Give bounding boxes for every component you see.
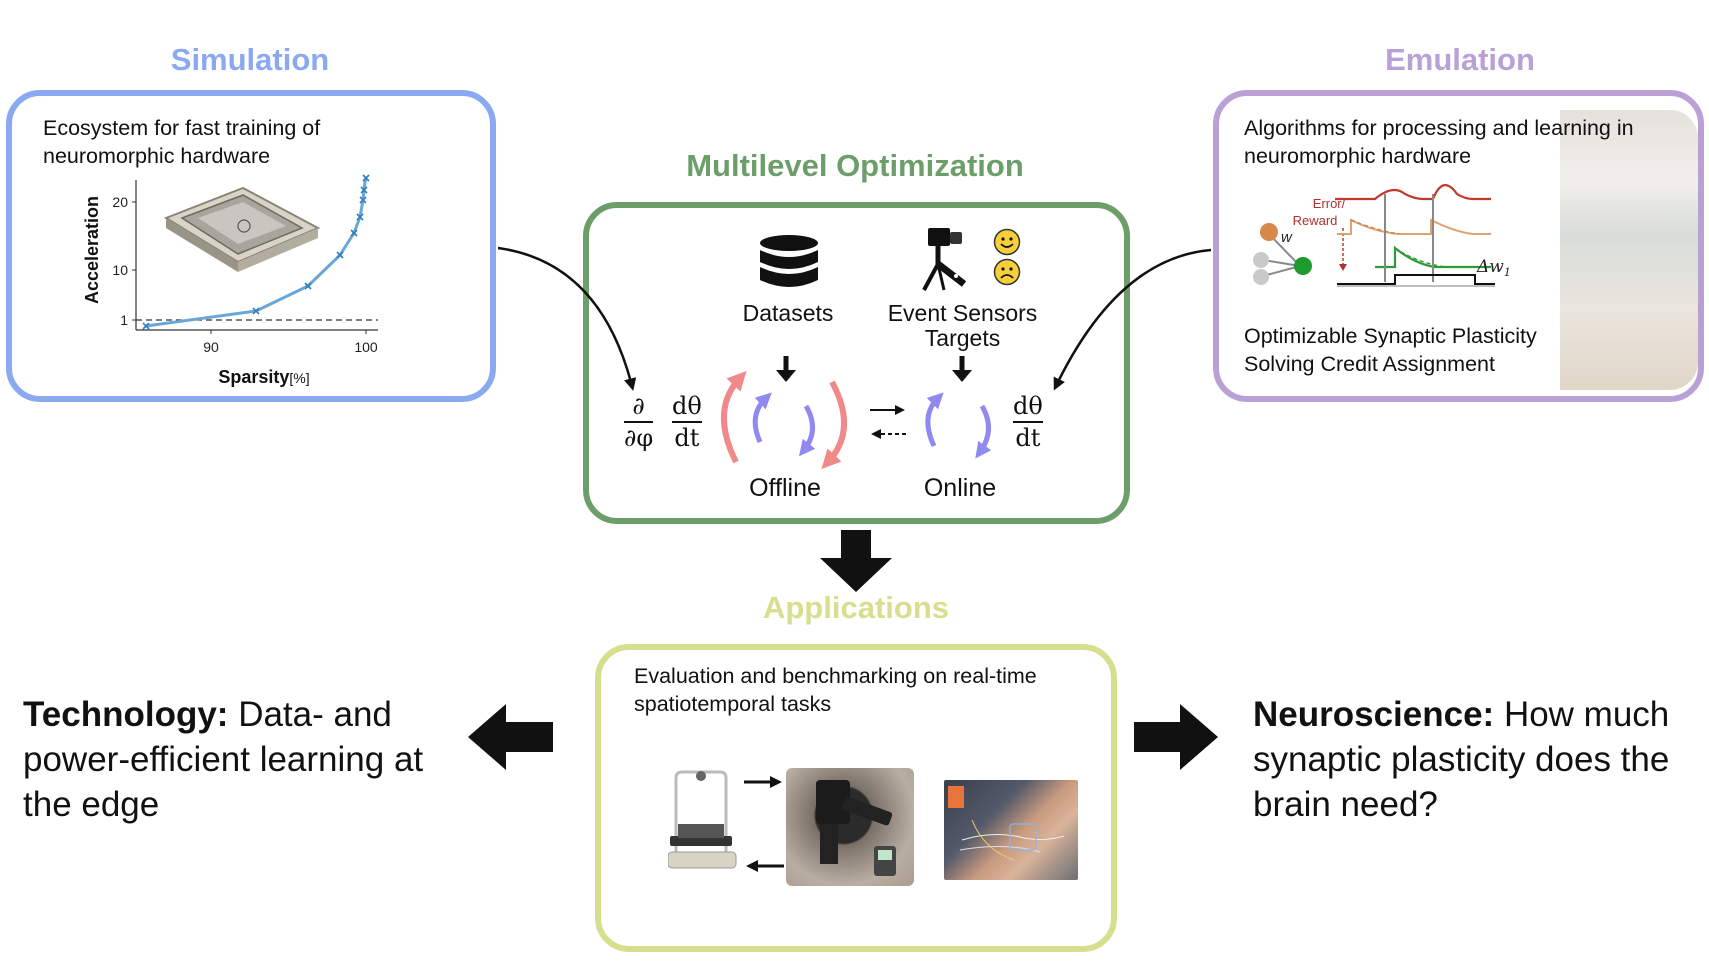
- ytick-1: 1: [120, 312, 128, 328]
- ytick-20: 20: [112, 194, 128, 210]
- online-blue-loop-left: [925, 392, 944, 448]
- xtick-100: 100: [354, 339, 378, 355]
- multilevel-box: [583, 202, 1130, 524]
- targets-label: Targets: [924, 325, 1001, 351]
- offline-label: Offline: [749, 474, 821, 502]
- event-camera-detail: [816, 780, 896, 876]
- partial-phi-fraction: ∂∂φ: [624, 392, 654, 452]
- technology-statement: Technology: Data- and power-efficient le…: [23, 692, 443, 827]
- acceleration-curve: [145, 177, 368, 328]
- offline-blue-loop-left: [752, 392, 772, 444]
- ytick-10: 10: [112, 262, 128, 278]
- offline-red-loop-left: [721, 370, 747, 464]
- simulation-title: Simulation: [170, 42, 330, 77]
- hardware-photo: [1560, 110, 1698, 390]
- robot-setup-icon: [668, 770, 784, 872]
- offline-red-loop-right: [821, 380, 847, 470]
- red-trace: [1335, 184, 1491, 201]
- datasets-label: Datasets: [742, 300, 834, 326]
- optimization-loops: [721, 356, 992, 470]
- technology-heading: Technology:: [23, 695, 229, 734]
- happy-face-icon: [993, 228, 1021, 256]
- database-icon: [760, 235, 818, 287]
- emulation-caption-line1: Optimizable Synaptic Plasticity: [1244, 324, 1537, 348]
- curve-markers: [142, 174, 370, 330]
- multilevel-title: Multilevel Optimization: [686, 148, 1024, 183]
- event-camera-icon: [922, 228, 967, 291]
- weight-trace: [1337, 274, 1495, 285]
- applications-to-neuroscience-arrow: [1134, 704, 1218, 770]
- event-sensors-label: Event Sensors: [887, 300, 1038, 326]
- emg-arm-detail: [948, 786, 1065, 861]
- sad-face-icon: [993, 258, 1021, 286]
- sparsity-acceleration-plot: 20 10 1 90 100 Acceleration Sparsity[%]: [82, 174, 378, 387]
- emulation-title: Emulation: [1385, 42, 1535, 77]
- postsynaptic-neuron: [1294, 257, 1312, 275]
- emulation-description: Algorithms for processing and learning i…: [1244, 116, 1634, 168]
- chip-icon: [163, 186, 321, 272]
- datasets-down-arrow: [776, 370, 796, 382]
- emulation-caption-line2: Solving Credit Assignment: [1244, 352, 1495, 376]
- simulation-to-multilevel-arrow: [497, 246, 637, 391]
- y-axis-label: Acceleration: [82, 196, 102, 304]
- down-to-applications-arrow: [820, 530, 892, 592]
- emulation-to-multilevel-arrow: [1053, 248, 1212, 391]
- weight-symbol: w: [1281, 229, 1293, 246]
- emg-arm-photo: [944, 780, 1078, 880]
- applications-title: Applications: [762, 590, 949, 625]
- reward-label: Reward: [1293, 213, 1338, 228]
- xtick-90: 90: [203, 339, 219, 355]
- plasticity-diagram: Error/ Reward Δw1 w: [1253, 184, 1511, 287]
- neuroscience-text: How much synaptic plasticity does the br…: [1253, 695, 1670, 824]
- technology-text: Data- and power-efficient learning at th…: [23, 695, 424, 824]
- sensors-down-arrow: [952, 370, 972, 382]
- neuroscience-heading: Neuroscience:: [1253, 695, 1495, 734]
- x-axis-label: Sparsity[%]: [218, 367, 309, 387]
- delta-w: Δw1: [1476, 257, 1511, 279]
- applications-description: Evaluation and benchmarking on real-time…: [634, 664, 1037, 716]
- neuroscience-statement: Neuroscience: How much synaptic plastici…: [1253, 692, 1705, 827]
- offline-blue-loop-right: [799, 404, 816, 457]
- online-blue-loop-right: [975, 404, 992, 459]
- applications-to-technology-arrow: [468, 704, 553, 770]
- simulation-description: Ecosystem for fast training of neuromorp…: [43, 116, 321, 168]
- online-label: Online: [923, 474, 997, 502]
- presynaptic-neuron-orange: [1260, 223, 1278, 241]
